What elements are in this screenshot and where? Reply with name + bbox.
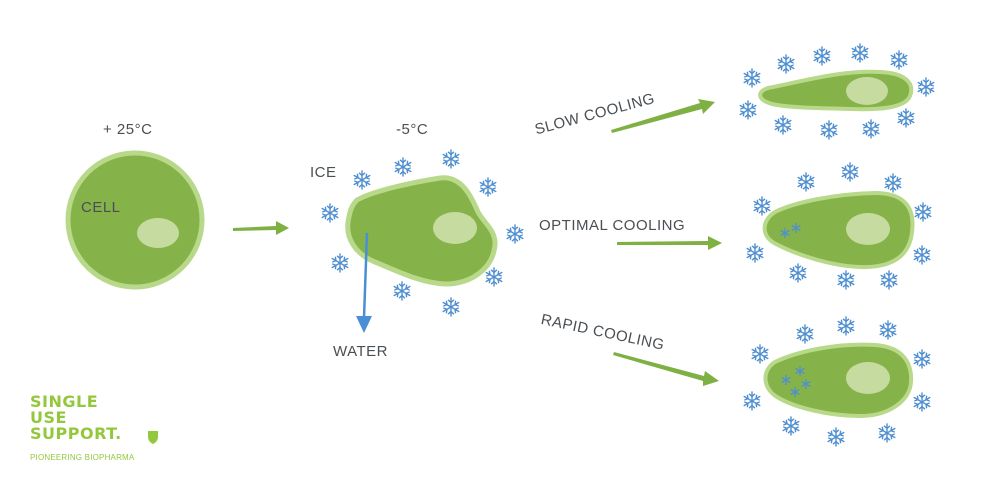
snowflake-icon <box>505 224 525 244</box>
snowflake-icon <box>878 320 898 340</box>
snowflake-icon <box>773 115 793 135</box>
cell-cold <box>345 175 498 287</box>
arrow-to-freezing <box>233 221 289 235</box>
ice-label: ICE <box>310 164 337 181</box>
snowflake-icon <box>320 203 340 223</box>
cell-warm <box>65 150 205 290</box>
snowflake-icon <box>913 202 933 222</box>
snowflake-icon <box>788 263 808 283</box>
snowflake-icon <box>877 423 897 443</box>
snowflake-icon <box>742 391 762 411</box>
temp-warm-label: + 25°C <box>103 121 153 138</box>
snowflake-icon <box>883 173 903 193</box>
snowflake-icon <box>819 120 839 140</box>
logo-line-2: USE <box>30 408 67 427</box>
water-label: WATER <box>333 343 388 360</box>
snowflake-icon <box>330 253 350 273</box>
snowflake-icon <box>840 162 860 182</box>
snowflake-icon <box>752 196 772 216</box>
cell-rapid <box>763 342 914 419</box>
snowflake-icon <box>836 316 856 336</box>
snowflake-icon <box>836 270 856 290</box>
snowflake-icon <box>781 416 801 436</box>
optimal-cooling-label: OPTIMAL COOLING <box>539 217 686 234</box>
snowflake-icon <box>750 344 770 364</box>
snowflake-icon <box>352 170 372 190</box>
snowflake-icon <box>742 68 762 88</box>
temp-cold-label: -5°C <box>396 121 429 138</box>
logo-line-1: SINGLE <box>30 392 99 411</box>
water-arrow <box>356 232 372 333</box>
snowflake-icon <box>912 349 932 369</box>
cell-optimal-nucleus <box>846 213 890 245</box>
snowflake-icon <box>738 100 758 120</box>
snowflake-icon <box>392 281 412 301</box>
snowflake-icon <box>745 243 765 263</box>
logo-tagline: PIONEERING BIOPHARMA <box>30 453 135 462</box>
snowflake-icon <box>850 43 870 63</box>
cell-optimal <box>762 190 915 270</box>
snowflake-icon <box>441 297 461 317</box>
snowflake-icon <box>912 245 932 265</box>
snowflake-icon <box>916 77 936 97</box>
cell-slow <box>758 69 914 112</box>
snowflake-icon <box>879 270 899 290</box>
snowflake-icon <box>812 46 832 66</box>
logo: SINGLE USE SUPPORT. <box>30 394 122 442</box>
logo-shield-icon <box>148 431 158 444</box>
snowflake-icon <box>889 50 909 70</box>
cell-label: CELL <box>81 199 121 216</box>
snowflake-icon <box>826 427 846 447</box>
logo-line-3: SUPPORT. <box>30 424 122 443</box>
snowflake-icon <box>776 54 796 74</box>
arrow-optimal-cooling <box>617 236 722 250</box>
snowflake-icon <box>478 177 498 197</box>
snowflake-icon <box>795 324 815 344</box>
snowflake-icon <box>484 267 504 287</box>
cell-warm-nucleus <box>137 218 179 248</box>
arrow-slow-cooling <box>611 99 715 133</box>
snowflake-icon <box>861 119 881 139</box>
snowflake-icon <box>912 392 932 412</box>
snowflake-icon <box>441 149 461 169</box>
cell-rapid-nucleus <box>846 362 890 394</box>
snowflake-icon <box>896 108 916 128</box>
arrow-rapid-cooling <box>613 352 719 386</box>
cell-cold-nucleus <box>433 212 477 244</box>
snowflake-icon <box>796 172 816 192</box>
cell-slow-nucleus <box>846 77 888 105</box>
snowflake-icon <box>393 157 413 177</box>
